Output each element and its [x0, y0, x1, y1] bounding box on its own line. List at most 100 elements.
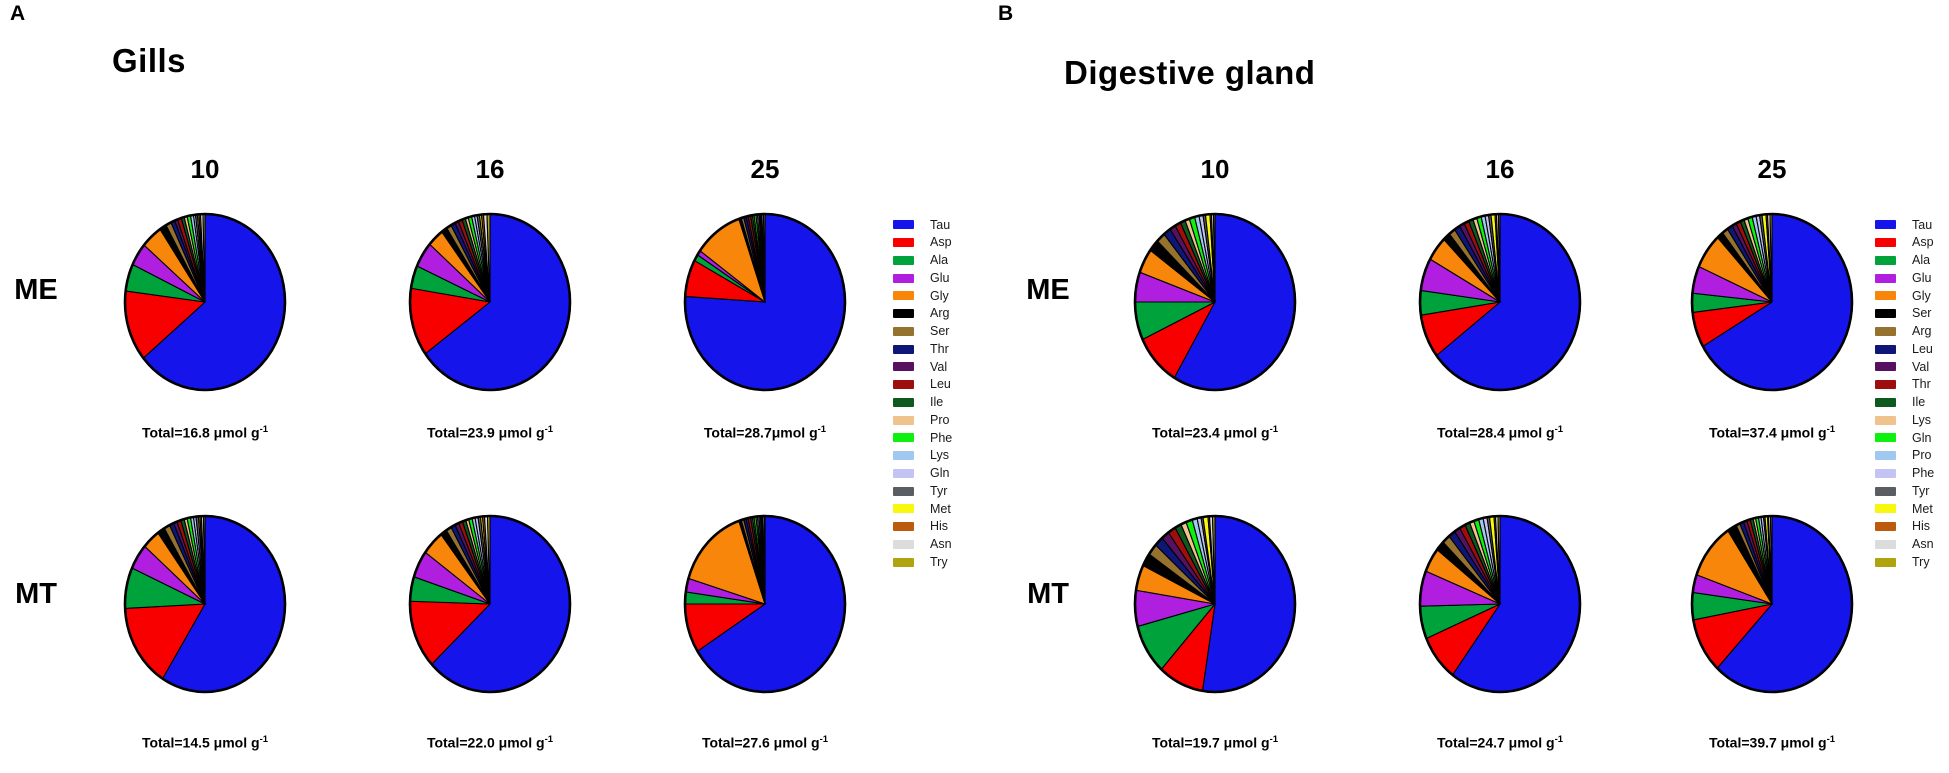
pie-gills-me-25: [675, 207, 855, 397]
legend-label-lys: Lys: [930, 448, 949, 463]
legend-label-try: Try: [930, 554, 948, 569]
legend-item-his: His: [893, 518, 968, 536]
legend-swatch-met: [893, 504, 914, 514]
panel-b-letter: B: [998, 2, 1014, 25]
temp-header-b-16: 16: [1485, 154, 1515, 184]
legend-label-his: His: [930, 519, 949, 534]
total-gills-me-10: Total=16.8 μmol g-1: [75, 424, 335, 441]
total-sup: -1: [259, 734, 269, 745]
legend-label-val: Val: [930, 359, 948, 374]
total-text: Total=19.7 μmol g: [1151, 734, 1270, 751]
legend-label-lys: Lys: [1912, 412, 1931, 427]
total-gills-me-25: Total=28.7μmol g-1: [635, 424, 895, 441]
legend-swatch-gly: [893, 291, 914, 301]
legend-swatch-ile: [893, 397, 914, 407]
legend-swatch-tau: [1875, 220, 1896, 230]
legend-label-tau: Tau: [930, 217, 951, 232]
temp-header-a-25: 25: [750, 154, 780, 184]
legend-item-asn: Asn: [893, 536, 968, 554]
legend-item-ile: Ile: [893, 394, 968, 412]
pie-outline: [1133, 212, 1297, 392]
legend-label-ser: Ser: [930, 324, 950, 339]
legend-item-arg: Arg: [1875, 323, 1949, 341]
legend-swatch-val: [893, 362, 914, 372]
total-sup: -1: [819, 734, 829, 745]
legend-item-try: Try: [1875, 553, 1949, 571]
legend-swatch-asp: [1875, 238, 1896, 248]
legend-label-tau: Tau: [1912, 217, 1933, 232]
legend-label-ile: Ile: [930, 395, 944, 410]
legend-swatch-tyr: [893, 486, 914, 496]
legend-swatch-asn: [893, 539, 914, 549]
pie-outline: [1418, 514, 1582, 694]
total-digestive-mt-10: Total=19.7 μmol g-1: [1085, 734, 1345, 751]
legend-item-leu: Leu: [1875, 340, 1949, 358]
total-text: Total=16.8 μmol g: [141, 424, 260, 441]
legend-label-ser: Ser: [1912, 306, 1932, 321]
legend-swatch-arg: [1875, 326, 1896, 336]
total-gills-mt-16: Total=22.0 μmol g-1: [360, 734, 620, 751]
total-text: Total=28.7μmol g: [703, 424, 818, 441]
legend-label-pro: Pro: [1912, 448, 1932, 463]
pie-gills-me-16: [400, 207, 580, 397]
legend-item-ala: Ala: [1875, 252, 1949, 270]
legend-label-leu: Leu: [1912, 341, 1933, 356]
pie-outline: [123, 212, 287, 392]
legend-item-tau: Tau: [893, 216, 968, 234]
legend-swatch-leu: [893, 380, 914, 390]
total-sup: -1: [1826, 424, 1836, 435]
legend-label-thr: Thr: [930, 341, 949, 356]
legend-label-met: Met: [1912, 501, 1933, 516]
legend-item-val: Val: [1875, 358, 1949, 376]
panel-a-title: Gills: [112, 42, 187, 79]
legend-swatch-try: [893, 557, 914, 567]
legend-swatch-val: [1875, 362, 1896, 372]
legend-item-phe: Phe: [1875, 465, 1949, 483]
legend-label-ala: Ala: [1912, 253, 1931, 268]
legend-swatch-phe: [893, 433, 914, 443]
legend-item-tyr: Tyr: [1875, 482, 1949, 500]
legend-label-arg: Arg: [930, 306, 950, 321]
legend-item-asp: Asp: [1875, 234, 1949, 252]
legend-swatch-arg: [893, 309, 914, 319]
legend-swatch-ser: [1875, 309, 1896, 319]
legend-item-glu: Glu: [1875, 269, 1949, 287]
legend-swatch-asp: [893, 238, 914, 248]
legend-item-lys: Lys: [1875, 411, 1949, 429]
legend-item-phe: Phe: [893, 429, 968, 447]
total-sup: -1: [259, 424, 269, 435]
legend-label-ala: Ala: [930, 253, 949, 268]
panel-b-title: Digestive gland: [1064, 54, 1316, 91]
legend-item-gly: Gly: [893, 287, 968, 305]
legend-item-thr: Thr: [893, 340, 968, 358]
legend-swatch-ala: [893, 255, 914, 265]
pie-gills-mt-25: [675, 509, 855, 699]
legend-label-pro: Pro: [930, 412, 950, 427]
legend-swatch-try: [1875, 557, 1896, 567]
temp-header-a-16: 16: [475, 154, 505, 184]
legend-swatch-his: [1875, 522, 1896, 532]
total-digestive-mt-25: Total=39.7 μmol g-1: [1642, 734, 1902, 751]
legend-swatch-gln: [893, 468, 914, 478]
total-gills-mt-10: Total=14.5 μmol g-1: [75, 734, 335, 751]
total-text: Total=14.5 μmol g: [141, 734, 260, 751]
pie-outline: [408, 212, 572, 392]
legend-swatch-thr: [893, 344, 914, 354]
legend-item-gln: Gln: [1875, 429, 1949, 447]
legend-label-thr: Thr: [1912, 377, 1931, 392]
total-digestive-mt-16: Total=24.7 μmol g-1: [1370, 734, 1630, 751]
legend-swatch-pro: [893, 415, 914, 425]
legend-swatch-pro: [1875, 451, 1896, 461]
pie-digestive-me-25: [1682, 207, 1862, 397]
legend-label-glu: Glu: [930, 270, 950, 285]
temp-header-b-10: 10: [1200, 154, 1230, 184]
pie-outline: [123, 514, 287, 694]
legend-label-tyr: Tyr: [1912, 483, 1930, 498]
total-sup: -1: [1269, 424, 1279, 435]
legend-swatch-ile: [1875, 397, 1896, 407]
total-text: Total=39.7 μmol g: [1708, 734, 1827, 751]
pie-slice: [1201, 515, 1296, 693]
pie-digestive-me-16: [1410, 207, 1590, 397]
